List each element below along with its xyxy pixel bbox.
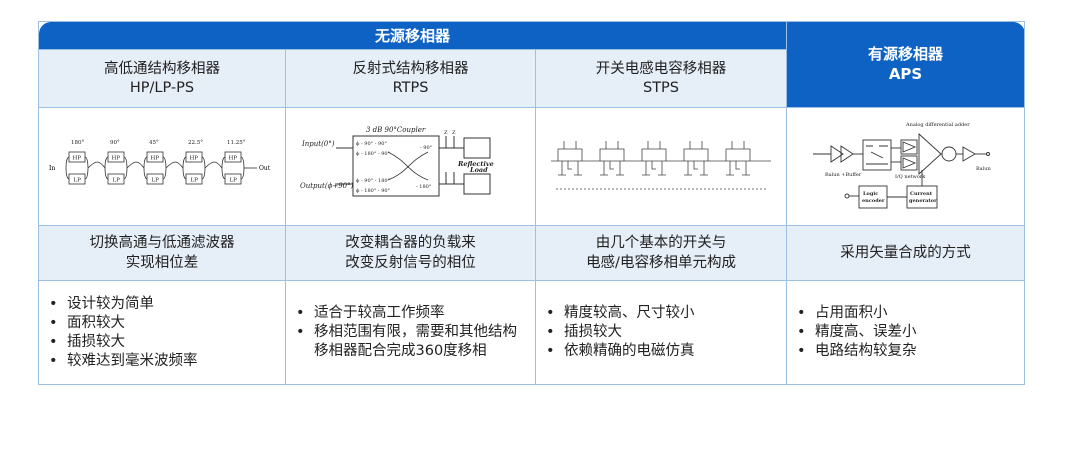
stps-diagram (534, 106, 788, 226)
svg-text:encoder: encoder (862, 198, 885, 204)
aps-desc: 采用矢量合成的方式 (786, 224, 1026, 282)
col-hp-name: 高低通结构移相器 (104, 60, 220, 77)
svg-text:ϕ - 180° - 90°: ϕ - 180° - 90° (356, 151, 391, 157)
svg-text:ϕ - 90° - 180°: ϕ - 90° - 180° (356, 178, 391, 184)
aps-adder-label: Analog differential adder (905, 122, 970, 128)
svg-text:LP: LP (113, 178, 121, 184)
rt-desc: 改变耦合器的负载来 改变反射信号的相位 (285, 224, 536, 282)
point-item: 插损较大 (47, 333, 285, 352)
svg-text:HP: HP (73, 156, 82, 162)
rt-points: 适合于较高工作频率 移相范围有限，需要和其他结构移相器配合完成360度移相 (285, 280, 536, 385)
svg-text:Reflective: Reflective (457, 160, 494, 168)
point-item: 移相范围有限，需要和其他结构移相器配合完成360度移相 (294, 323, 527, 361)
point-item: 精度高、误差小 (795, 323, 1024, 342)
point-item: 依赖精确的电磁仿真 (544, 342, 786, 361)
phase-label: 180° (71, 140, 84, 146)
hp-desc-line1: 切换高通与低通滤波器 (89, 235, 235, 252)
svg-text:HP: HP (151, 156, 160, 162)
hp-lp-diagram: In Out 180° HP LP 90° HP LP 45° HP LP 22.5° HP LP 11… (38, 106, 286, 226)
svg-text:HP: HP (229, 156, 238, 162)
phase-label: 90° (110, 140, 120, 146)
stps-stage (557, 141, 583, 176)
svg-text:LP: LP (230, 178, 238, 184)
st-desc-line2: 电感/电容移相单元构成 (586, 255, 736, 272)
hp-desc-line2: 实现相位差 (125, 255, 199, 272)
svg-text:Load: Load (469, 166, 488, 174)
hp-desc: 切换高通与低通滤波器 实现相位差 (38, 224, 286, 282)
st-points: 精度较高、尺寸较小 插损较大 依赖精确的电磁仿真 (534, 280, 788, 385)
point-item: 电路结构较复杂 (795, 342, 1024, 361)
rt-output-label: Output(ϕ+90°) (300, 182, 354, 190)
point-item: 插损较大 (544, 323, 786, 342)
aps-points: 占用面积小 精度高、误差小 电路结构较复杂 (786, 280, 1026, 385)
svg-text:generator: generator (909, 198, 937, 204)
col-rt-name: 反射式结构移相器 (352, 60, 469, 77)
hp-out-label: Out (259, 165, 271, 172)
stps-stage (599, 141, 625, 176)
stps-stage (725, 141, 751, 176)
rt-desc-line1: 改变耦合器的负载来 (345, 235, 476, 252)
aps-diagram: Analog differential adder Balun +Buffer … (786, 106, 1026, 226)
hp-in-label: In (49, 165, 55, 172)
active-header: 有源移相器 APS (786, 21, 1026, 108)
svg-text:Z: Z (452, 130, 456, 136)
svg-text:LP: LP (152, 178, 160, 184)
active-abbr: APS (888, 65, 923, 84)
point-item: 精度较高、尺寸较小 (544, 304, 786, 323)
svg-text:- 180°: - 180° (416, 184, 432, 190)
svg-text:Z: Z (444, 130, 448, 136)
svg-text:I/Q network: I/Q network (895, 174, 926, 180)
col-st-abbr: STPS (643, 79, 680, 96)
phase-label: 22.5° (188, 140, 203, 146)
col-hp-header: 高低通结构移相器 HP/LP-PS (38, 49, 286, 108)
rt-coupler-label: 3 dB 90°Coupler (366, 126, 426, 134)
st-desc: 由几个基本的开关与 电感/电容移相单元构成 (534, 224, 788, 282)
col-rt-header: 反射式结构移相器 RTPS (285, 49, 536, 108)
point-item: 较难达到毫米波频率 (47, 352, 285, 371)
stps-stage (641, 141, 667, 176)
hp-points: 设计较为简单 面积较大 插损较大 较难达到毫米波频率 (38, 280, 286, 385)
svg-text:LP: LP (191, 178, 199, 184)
col-hp-abbr: HP/LP-PS (129, 79, 195, 96)
svg-text:Current: Current (910, 191, 933, 197)
stps-stage (683, 141, 709, 176)
svg-text:HP: HP (190, 156, 199, 162)
svg-text:Logic: Logic (863, 191, 878, 197)
point-item: 设计较为简单 (47, 295, 285, 314)
phase-label: 45° (149, 140, 159, 146)
svg-text:ϕ - 180° - 90°: ϕ - 180° - 90° (356, 188, 391, 194)
point-item: 面积较大 (47, 314, 285, 333)
st-desc-line1: 由几个基本的开关与 (595, 235, 727, 252)
svg-text:ϕ - 90° - 90°: ϕ - 90° - 90° (356, 141, 387, 147)
active-title: 有源移相器 (868, 45, 944, 64)
point-item: 适合于较高工作频率 (294, 304, 527, 323)
passive-header: 无源移相器 (37, 20, 788, 51)
col-st-header: 开关电感电容移相器 STPS (534, 49, 788, 108)
point-item: 占用面积小 (795, 304, 1024, 323)
svg-text:Balun +Buffer: Balun +Buffer (825, 172, 862, 178)
rt-input-label: Input(0°) (301, 140, 335, 148)
rt-desc-line2: 改变反射信号的相位 (345, 255, 476, 272)
phase-shifter-comparison-table: 无源移相器 有源移相器 APS 高低通结构移相器 HP/LP-PS 反射式结构移… (37, 20, 1026, 385)
aps-desc-line1: 采用矢量合成的方式 (840, 245, 971, 262)
col-rt-abbr: RTPS (392, 79, 429, 96)
rtps-diagram: 3 dB 90°Coupler Input(0°) Output(ϕ+90°) … (285, 106, 536, 226)
col-st-name: 开关电感电容移相器 (595, 60, 727, 77)
phase-label: 11.25° (227, 140, 246, 146)
svg-text:HP: HP (112, 156, 121, 162)
svg-text:Balun: Balun (976, 166, 991, 172)
svg-text:LP: LP (74, 178, 82, 184)
svg-text:- 90°: - 90° (420, 145, 433, 151)
